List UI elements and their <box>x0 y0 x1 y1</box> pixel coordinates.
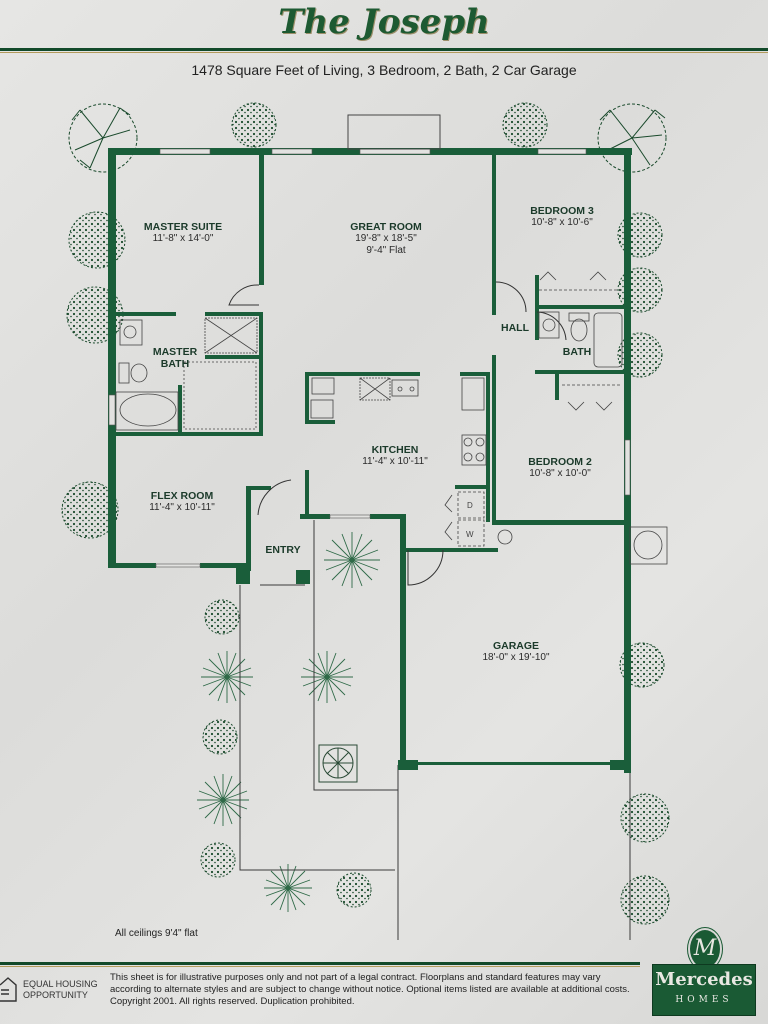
plan-subtitle: 1478 Square Feet of Living, 3 Bedroom, 2… <box>191 62 577 78</box>
room-garage: GARAGE 18'-0" x 19'-10" <box>482 640 550 663</box>
room-entry: ENTRY <box>265 544 301 556</box>
room-bedroom-2: BEDROOM 2 10'-8" x 10'-0" <box>528 456 592 479</box>
room-bath: BATH <box>562 346 592 358</box>
floor-plan: D W <box>61 102 670 940</box>
room-flex-room: FLEX ROOM 11'-4" x 10'-11" <box>149 490 215 513</box>
equal-housing-text: EQUAL HOUSING OPPORTUNITY <box>23 979 98 1000</box>
footer-rule <box>0 962 640 965</box>
logo-box: Mercedes HOMES <box>652 964 756 1016</box>
disclaimer: This sheet is for illustrative purposes … <box>110 972 630 1007</box>
palm-icon <box>197 532 380 912</box>
room-master-bath: MASTER BATH <box>152 346 198 370</box>
header-rule <box>0 48 768 51</box>
logo-sub: HOMES <box>675 995 733 1005</box>
room-master-suite: MASTER SUITE 11'-8" x 14'-0" <box>143 221 223 244</box>
logo-name: Mercedes <box>655 969 753 990</box>
tree-icon <box>68 103 138 173</box>
plan-title: The Joseph <box>278 2 490 42</box>
shrub-icon <box>61 102 670 925</box>
dryer-label: D <box>467 501 473 510</box>
header-rule-gold <box>0 52 768 53</box>
room-hall: HALL <box>501 322 529 334</box>
planter-icon <box>318 744 358 783</box>
tree-icon <box>597 103 667 173</box>
ceilings-note: All ceilings 9'4" flat <box>115 928 198 939</box>
room-bedroom-3: BEDROOM 3 10'-8" x 10'-6" <box>530 205 594 228</box>
room-great-room: GREAT ROOM 19'-8" x 18'-5" 9'-4" Flat <box>350 221 422 256</box>
washer-label: W <box>466 530 474 539</box>
room-kitchen: KITCHEN 11'-4" x 10'-11" <box>362 444 428 467</box>
footer-rule-gold <box>0 966 640 967</box>
mercedes-homes-logo: M Mercedes HOMES <box>652 928 756 1018</box>
logo-monogram: M <box>688 928 722 970</box>
equal-housing-icon <box>0 977 17 1002</box>
